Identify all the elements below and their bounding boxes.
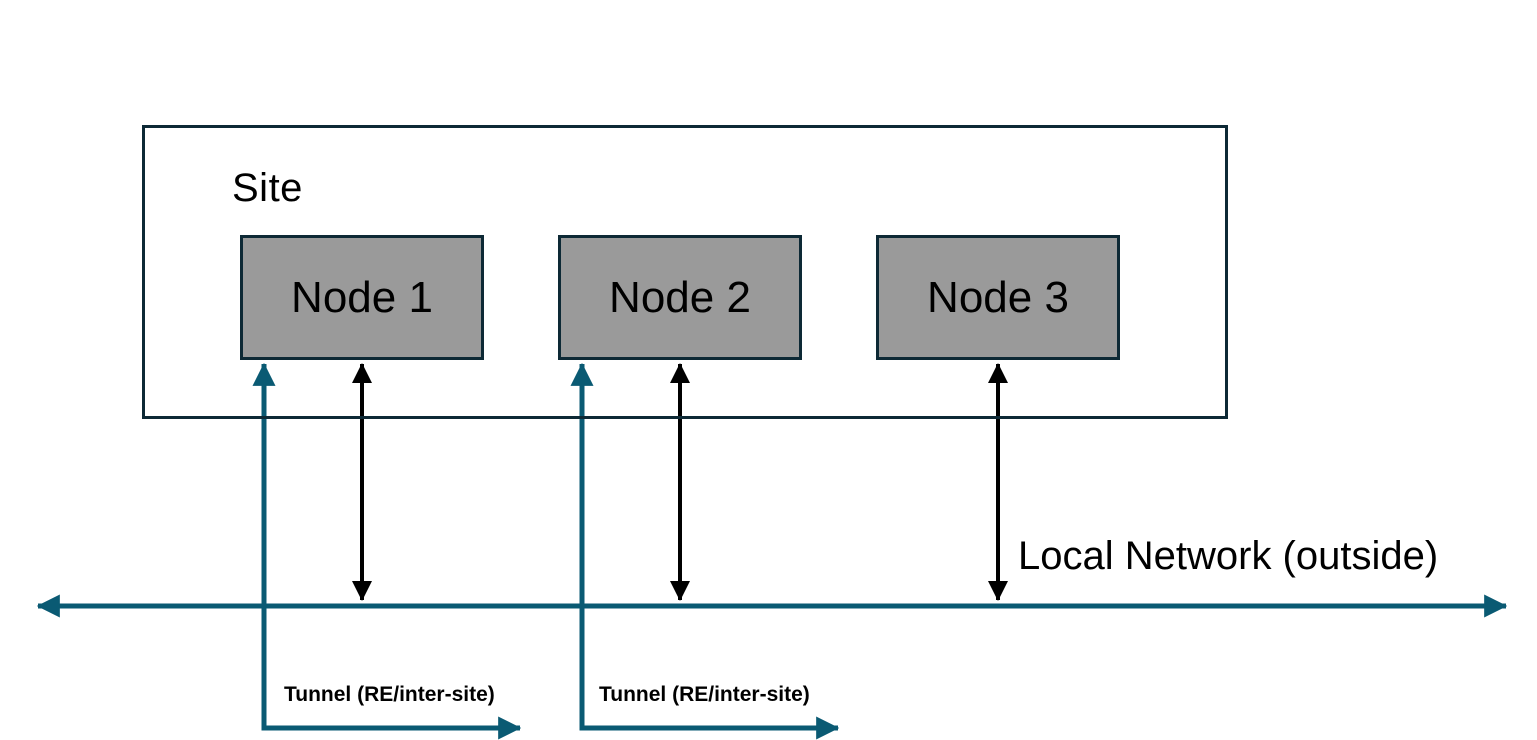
node-3-box: Node 3 <box>876 235 1120 360</box>
tunnel2-arrow <box>570 362 840 740</box>
tunnel-2-label: Tunnel (RE/inter-site) <box>599 683 810 706</box>
site-label: Site <box>232 166 303 210</box>
node-3-label: Node 3 <box>927 272 1069 322</box>
tunnel1-arrow <box>252 362 522 740</box>
node-1-label: Node 1 <box>291 272 433 322</box>
node-2-box: Node 2 <box>558 235 802 360</box>
node-2-label: Node 2 <box>609 272 751 322</box>
site-box <box>142 125 1228 419</box>
node-1-box: Node 1 <box>240 235 484 360</box>
local-network-label: Local Network (outside) <box>1018 534 1439 578</box>
tunnel-1-label: Tunnel (RE/inter-site) <box>284 683 495 706</box>
